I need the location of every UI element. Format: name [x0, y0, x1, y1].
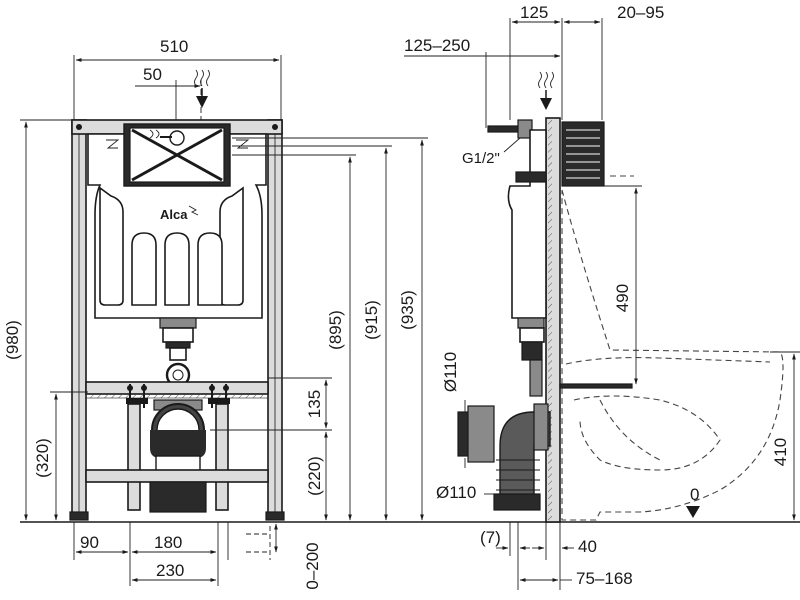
- frame-bottom-rail: [85, 469, 269, 483]
- brand-logo: Alca: [160, 207, 188, 222]
- dim-410: 410: [771, 438, 790, 466]
- side-water-inlet-icon: [538, 71, 554, 110]
- dim-height-980: (980): [3, 320, 22, 360]
- dim-width-510: 510: [160, 37, 188, 56]
- dim-height-935: (935): [398, 290, 417, 330]
- side-cistern: [507, 129, 547, 319]
- thread-label: G1/2": [462, 150, 500, 167]
- front-view: 510 50: [3, 37, 428, 590]
- dim-125: 125: [520, 3, 548, 22]
- dim-7: (7): [480, 528, 501, 547]
- dim-180: 180: [154, 533, 182, 552]
- dim-0-200: 0–200: [303, 542, 322, 589]
- dim-40: 40: [578, 537, 597, 556]
- dim-135: 135: [305, 390, 324, 418]
- dim-height-895: (895): [326, 310, 345, 350]
- dim-90: 90: [80, 533, 99, 552]
- dim-125-250: 125–250: [404, 36, 470, 55]
- dim-20-95: 20–95: [617, 3, 664, 22]
- dim-490: 490: [613, 284, 632, 312]
- dim-220: (220): [305, 456, 324, 496]
- toilet-bowl-outline: [561, 189, 784, 521]
- side-view: 125 20–95 125–250 G1/2": [404, 3, 800, 590]
- logo-bird-icon: [188, 205, 199, 216]
- dim-height-915: (915): [362, 300, 381, 340]
- water-inlet-icon: [194, 69, 210, 108]
- dim-offset-50: 50: [143, 65, 162, 84]
- bowl-mounting-rail: [85, 381, 269, 395]
- dim-75-168: 75–168: [576, 569, 633, 588]
- mounting-studs: [126, 384, 230, 408]
- zero-mark: 0: [690, 485, 699, 504]
- pipe-diameter-top: Ø110: [441, 352, 460, 392]
- dim-230: 230: [156, 561, 184, 580]
- dim-height-320: (320): [33, 438, 52, 478]
- pipe-diameter-bottom: Ø110: [436, 483, 476, 502]
